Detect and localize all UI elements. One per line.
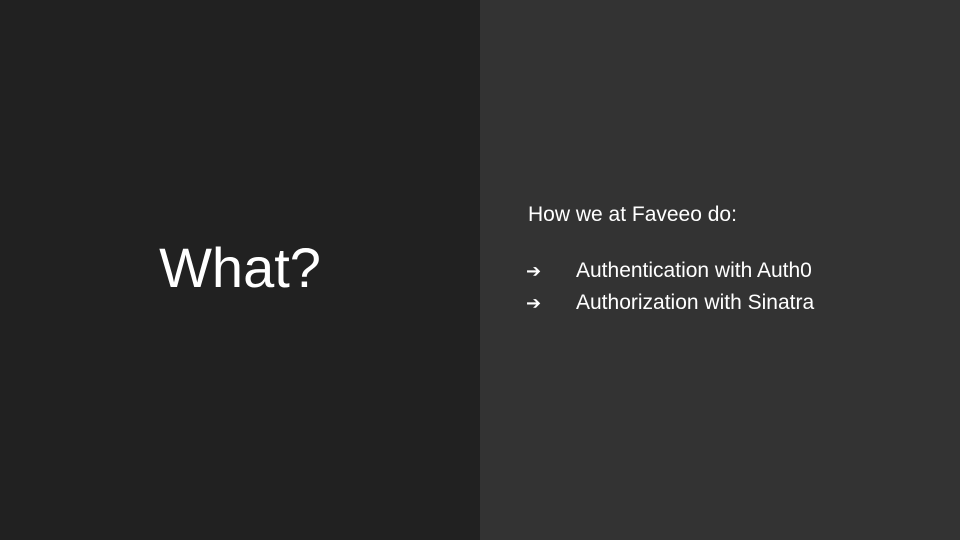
arrow-right-icon: ➔ [526,292,542,314]
title-panel: What? [0,0,480,540]
bullet-text: Authentication with Auth0 [576,259,812,282]
bullet-text: Authorization with Sinatra [576,291,815,314]
slide-title: What? [159,236,321,299]
bullet-list: ➔ Authentication with Auth0 ➔ Authorizat… [526,255,814,319]
content-panel: How we at Faveeo do: ➔ Authentication wi… [480,0,960,540]
arrow-right-icon: ➔ [526,260,542,282]
list-item: ➔ Authorization with Sinatra [526,287,814,319]
list-item: ➔ Authentication with Auth0 [526,255,814,287]
intro-text: How we at Faveeo do: [528,203,737,226]
